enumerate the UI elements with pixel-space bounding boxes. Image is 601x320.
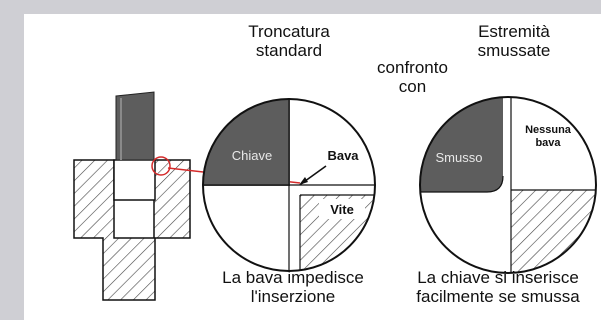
chamfer-edge (486, 175, 504, 193)
compare-label: confronto con (365, 58, 460, 96)
chamfer-caption: La chiave si inserisce facilmente se smu… (398, 268, 598, 306)
chamfer-title: Estremità smussate (464, 22, 564, 60)
standard-cut-detail (202, 98, 376, 272)
chamfer-caption-line1: La chiave si inserisce (417, 268, 579, 287)
detail-callout-circle (151, 156, 171, 176)
standard-caption: La bava impedisce l'inserzione (208, 268, 378, 306)
standard-caption-line1: La bava impedisce (222, 268, 364, 287)
no-burr-line1: Nessuna (525, 124, 571, 136)
standard-title-line1: Troncatura (248, 22, 330, 41)
compare-line1: confronto (377, 58, 448, 77)
chamfer-title-line1: Estremità (478, 22, 550, 41)
standard-title-line2: standard (255, 41, 323, 60)
screw-label-box (319, 199, 365, 219)
chamfer-title-line2: smussate (477, 41, 551, 60)
chamfer-caption-line2: facilmente se smussa (416, 287, 580, 306)
standard-caption-line2: l'inserzione (250, 287, 336, 306)
standard-title: Troncatura standard (233, 22, 345, 60)
hub-hatched-body (73, 159, 191, 301)
compare-line2: con (398, 77, 427, 96)
chamfer-detail-circle (419, 96, 597, 274)
no-burr-label: Nessuna bava (512, 124, 584, 150)
burr-label: Bava (327, 148, 359, 163)
key-label: Chiave (231, 148, 273, 163)
chamfer-label: Smusso (435, 150, 483, 165)
standard-detail-circle (202, 98, 376, 272)
shaft-section (73, 91, 301, 301)
no-burr-line2: bava (535, 137, 561, 149)
key-slot (113, 159, 156, 201)
screw-label: Vite (330, 202, 354, 217)
